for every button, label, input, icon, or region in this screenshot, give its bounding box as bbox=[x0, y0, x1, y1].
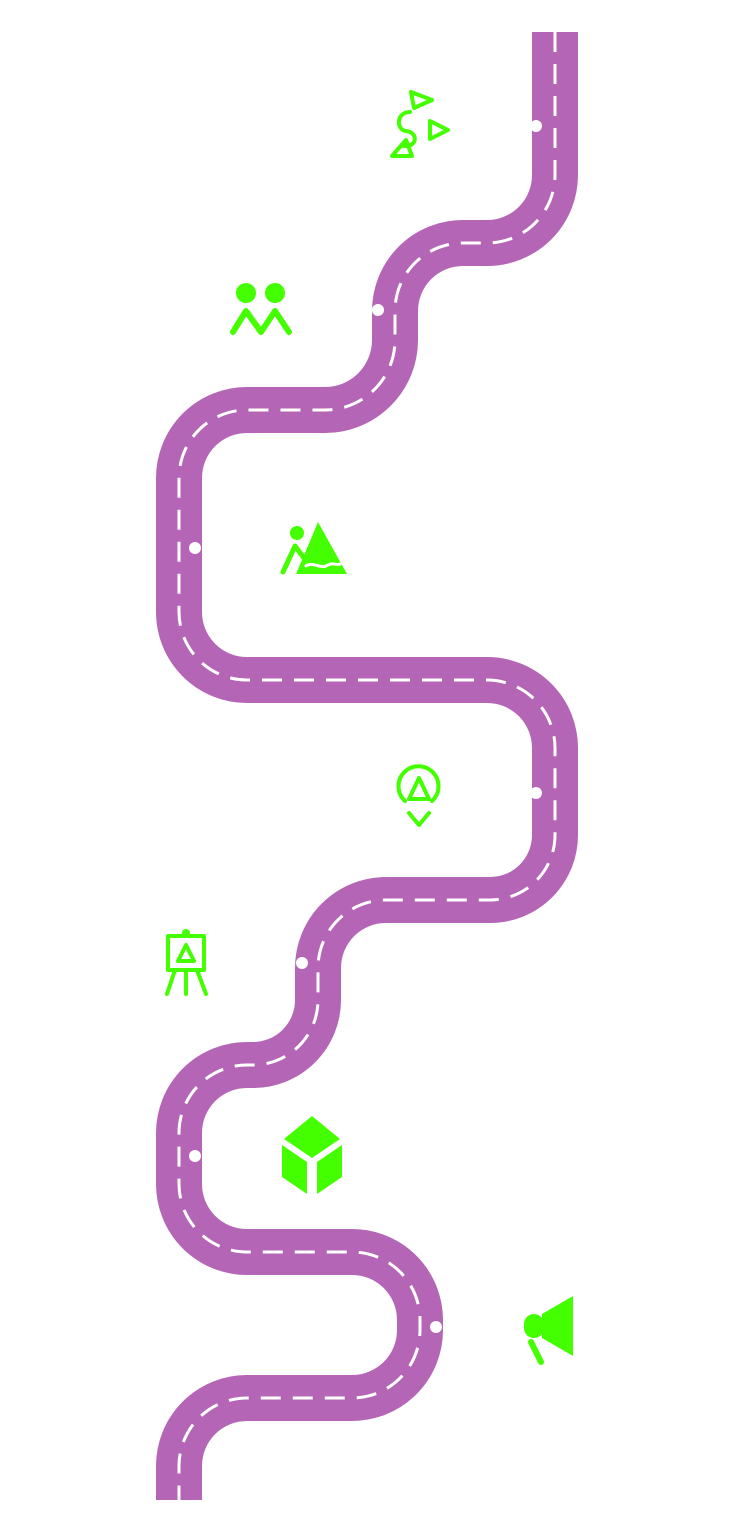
mountain-climber-icon bbox=[280, 522, 347, 575]
easel-presentation-icon bbox=[165, 929, 208, 996]
milestone-dot-5 bbox=[296, 957, 308, 969]
milestone-dot-4 bbox=[530, 787, 542, 799]
milestone-dot-2 bbox=[372, 304, 384, 316]
location-pin-triangle-icon bbox=[396, 764, 441, 827]
milestone-dots bbox=[189, 120, 542, 1333]
milestone-dot-3 bbox=[189, 542, 201, 554]
cube-icon bbox=[282, 1116, 342, 1194]
milestone-dot-7 bbox=[430, 1321, 442, 1333]
people-icon bbox=[230, 283, 292, 335]
road-lane-marking bbox=[177, 32, 557, 1500]
milestone-dot-6 bbox=[189, 1150, 201, 1162]
triangles-path-icon bbox=[390, 90, 450, 158]
megaphone-icon bbox=[524, 1296, 573, 1365]
road bbox=[156, 32, 578, 1500]
milestone-dot-1 bbox=[530, 120, 542, 132]
